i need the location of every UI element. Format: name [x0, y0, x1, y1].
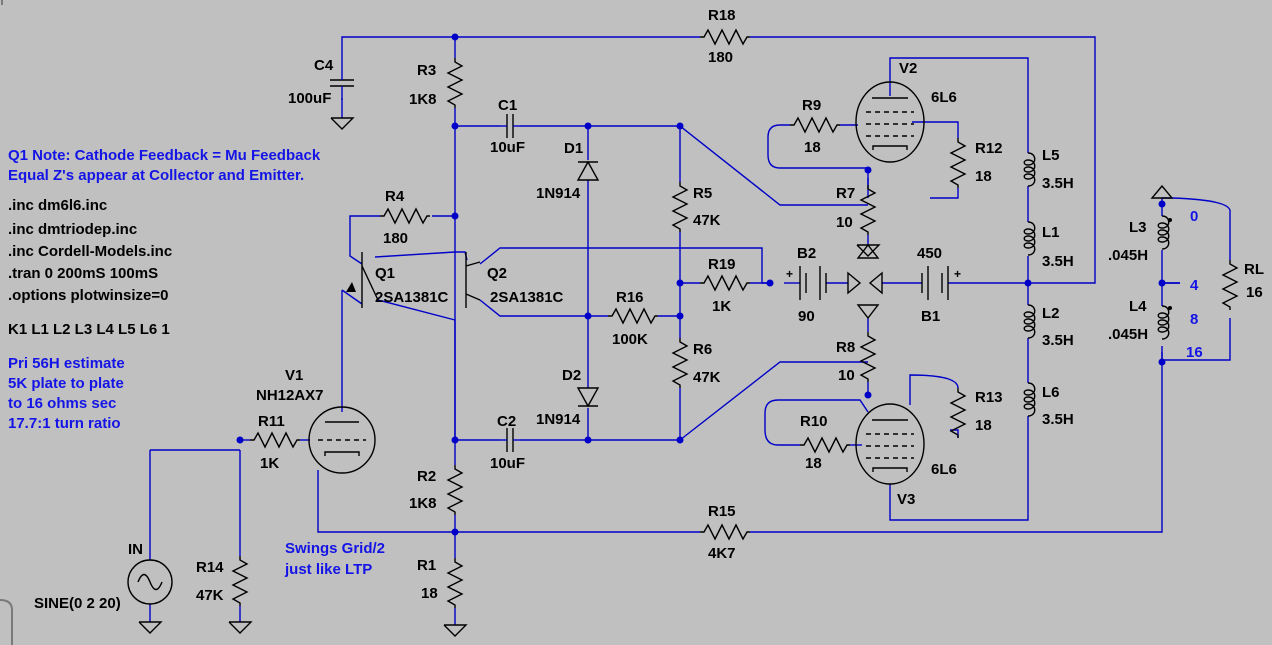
component-value-r9[interactable]: 18	[804, 139, 821, 156]
component-ref-c1[interactable]: C1	[498, 97, 517, 114]
component-value-r2[interactable]: 1K8	[409, 495, 437, 512]
component-ref-rl[interactable]: RL	[1244, 261, 1264, 278]
component-ref-c2[interactable]: C2	[497, 413, 516, 430]
component-value-r12[interactable]: 18	[975, 168, 992, 185]
component-value-r10[interactable]: 18	[805, 455, 822, 472]
component-value-in[interactable]: SINE(0 2 20)	[34, 595, 121, 612]
component-value-r5[interactable]: 47K	[693, 212, 721, 229]
component-ref-r15[interactable]: R15	[708, 503, 736, 520]
swing-note-line: just like LTP	[284, 561, 372, 578]
component-ref-r11[interactable]: R11	[258, 413, 285, 430]
component-value-r13[interactable]: 18	[975, 417, 992, 434]
component-value-r3[interactable]: 1K8	[409, 91, 437, 108]
component-ref-v1[interactable]: V1	[285, 367, 303, 384]
component-ref-q2[interactable]: Q2	[487, 265, 507, 282]
component-ref-in[interactable]: IN	[128, 541, 143, 558]
component-value-b1[interactable]: 450	[917, 245, 942, 262]
component-ref-r8[interactable]: R8	[836, 339, 855, 356]
component-ref-r5[interactable]: R5	[693, 185, 712, 202]
tap-label: 8	[1190, 311, 1198, 328]
component-value-r1[interactable]: 18	[421, 585, 438, 602]
component-ref-l1[interactable]: L1	[1042, 224, 1060, 241]
component-value-r18[interactable]: 180	[708, 49, 733, 66]
component-value-l4[interactable]: .045H	[1108, 326, 1148, 343]
component-ref-b1[interactable]: B1	[921, 308, 940, 325]
component-ref-r16[interactable]: R16	[616, 289, 644, 306]
svg-text:+: +	[786, 267, 793, 281]
component-value-r16[interactable]: 100K	[612, 331, 648, 348]
component-ref-r6[interactable]: R6	[693, 341, 712, 358]
component-ref-r3[interactable]: R3	[417, 62, 436, 79]
component-ref-v3[interactable]: V3	[897, 491, 915, 508]
component-value-l2[interactable]: 3.5H	[1042, 332, 1074, 349]
swing-note-line: Swings Grid/2	[285, 540, 385, 557]
component-value-r6[interactable]: 47K	[693, 369, 721, 386]
component-ref-r10[interactable]: R10	[800, 413, 828, 430]
component-value-v1[interactable]: NH12AX7	[256, 387, 324, 404]
component-ref-l6[interactable]: L6	[1042, 384, 1060, 401]
tap-label: 16	[1186, 344, 1203, 361]
svg-text:+: +	[954, 267, 961, 281]
component-value-v2[interactable]: 6L6	[931, 89, 957, 106]
component-ref-r2[interactable]: R2	[417, 468, 436, 485]
component-ref-r14[interactable]: R14	[196, 559, 224, 576]
component-ref-q1[interactable]: Q1	[375, 265, 395, 282]
component-value-r7[interactable]: 10	[836, 214, 853, 231]
component-ref-r4[interactable]: R4	[385, 188, 405, 205]
component-ref-v2[interactable]: V2	[899, 60, 917, 77]
component-ref-c4[interactable]: C4	[314, 57, 334, 74]
component-value-v3[interactable]: 6L6	[931, 461, 957, 478]
component-ref-d2[interactable]: D2	[562, 367, 581, 384]
component-value-r8[interactable]: 10	[838, 367, 855, 384]
component-value-r4[interactable]: 180	[383, 230, 408, 247]
component-ref-r13[interactable]: R13	[975, 389, 1003, 406]
tap-label: 4	[1190, 277, 1199, 294]
directive-line: .inc dmtriodep.inc	[8, 221, 137, 238]
component-ref-r12[interactable]: R12	[975, 140, 1003, 157]
component-ref-b2[interactable]: B2	[797, 245, 816, 262]
component-value-r19[interactable]: 1K	[712, 298, 731, 315]
component-value-l6[interactable]: 3.5H	[1042, 411, 1074, 428]
component-value-q1[interactable]: 2SA1381C	[375, 289, 449, 306]
component-value-d1[interactable]: 1N914	[536, 185, 581, 202]
component-ref-r7[interactable]: R7	[836, 185, 855, 202]
component-ref-d1[interactable]: D1	[564, 140, 583, 157]
q1-note-line2: Equal Z's appear at Collector and Emitte…	[8, 167, 304, 184]
component-value-rl[interactable]: 16	[1246, 284, 1263, 301]
component-ref-r9[interactable]: R9	[802, 97, 821, 114]
primary-note-line: to 16 ohms sec	[8, 395, 116, 412]
component-value-r14[interactable]: 47K	[196, 587, 224, 604]
component-value-d2[interactable]: 1N914	[536, 411, 581, 428]
component-value-r15[interactable]: 4K7	[708, 545, 736, 562]
component-ref-r19[interactable]: R19	[708, 256, 736, 273]
directive-line: .inc Cordell-Models.inc	[8, 243, 172, 260]
component-value-c1[interactable]: 10uF	[490, 139, 525, 156]
directive-line: .inc dm6l6.inc	[8, 197, 107, 214]
component-ref-l4[interactable]: L4	[1129, 298, 1147, 315]
directive-line: .options plotwinsize=0	[8, 287, 168, 304]
component-ref-l5[interactable]: L5	[1042, 147, 1060, 164]
component-ref-r18[interactable]: R18	[708, 7, 736, 24]
component-ref-l2[interactable]: L2	[1042, 305, 1060, 322]
q1-note-line1: Q1 Note: Cathode Feedback = Mu Feedback	[8, 147, 321, 164]
component-value-r11[interactable]: 1K	[260, 455, 279, 472]
component-ref-l3[interactable]: L3	[1129, 219, 1147, 236]
component-value-l5[interactable]: 3.5H	[1042, 175, 1074, 192]
component-value-b2[interactable]: 90	[798, 308, 815, 325]
primary-note-line: 17.7:1 turn ratio	[8, 415, 121, 432]
directive-line: K1 L1 L2 L3 L4 L5 L6 1	[8, 321, 170, 338]
tap-label: 0	[1190, 208, 1198, 225]
directive-line: .tran 0 200mS 100mS	[8, 265, 158, 282]
component-value-c2[interactable]: 10uF	[490, 455, 525, 472]
component-value-q2[interactable]: 2SA1381C	[490, 289, 564, 306]
component-value-l3[interactable]: .045H	[1108, 247, 1148, 264]
component-ref-r1[interactable]: R1	[417, 557, 436, 574]
primary-note-line: Pri 56H estimate	[8, 355, 125, 372]
primary-note-line: 5K plate to plate	[8, 375, 124, 392]
component-value-c4[interactable]: 100uF	[288, 90, 331, 107]
component-value-l1[interactable]: 3.5H	[1042, 253, 1074, 270]
